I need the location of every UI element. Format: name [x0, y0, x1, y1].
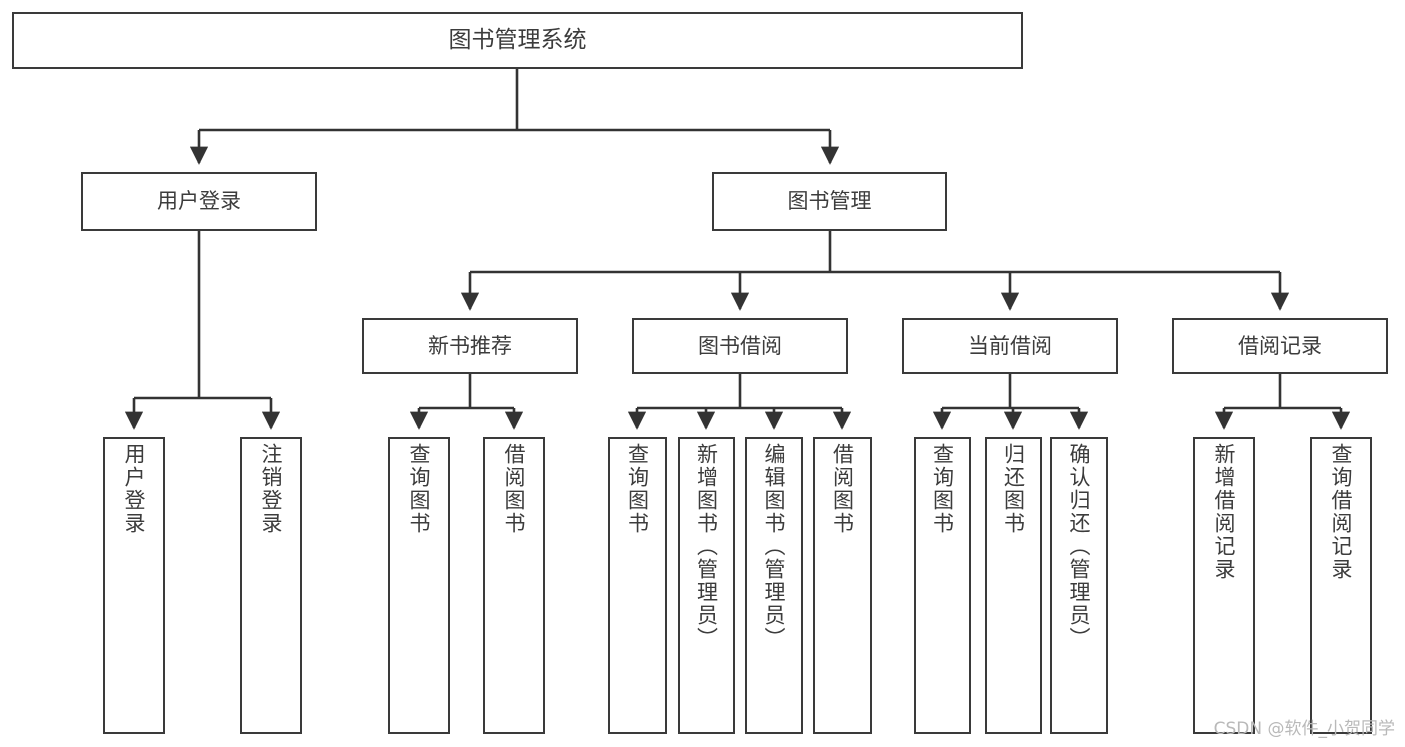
- node-label: 当前借阅: [968, 333, 1052, 358]
- node-label: 查询图书: [625, 443, 650, 535]
- node-label: 图书借阅: [698, 333, 782, 358]
- leaf-user-login[interactable]: 用户登录: [103, 437, 165, 734]
- leaf-borrow-book[interactable]: 借阅图书: [813, 437, 872, 734]
- node-label: 新增图书（管理员）: [694, 443, 719, 650]
- node-label: 借阅图书: [830, 443, 855, 535]
- leaf-return-book[interactable]: 归还图书: [985, 437, 1042, 734]
- node-label: 用户登录: [122, 443, 147, 535]
- leaf-confirm-return-admin[interactable]: 确认归还（管理员）: [1050, 437, 1108, 734]
- leaf-add-borrow-record[interactable]: 新增借阅记录: [1193, 437, 1255, 734]
- leaf-logout-login[interactable]: 注销登录: [240, 437, 302, 734]
- leaf-edit-book-admin[interactable]: 编辑图书（管理员）: [745, 437, 803, 734]
- node-user-login[interactable]: 用户登录: [81, 172, 317, 231]
- node-label: 图书管理: [787, 189, 872, 214]
- node-label: 确认归还（管理员）: [1067, 443, 1092, 650]
- node-new-book-recommend[interactable]: 新书推荐: [362, 318, 578, 374]
- node-borrow-record[interactable]: 借阅记录: [1172, 318, 1388, 374]
- node-root-system[interactable]: 图书管理系统: [12, 12, 1023, 69]
- watermark: CSDN @软件_小贺同学: [1213, 719, 1395, 739]
- node-label: 图书管理系统: [448, 26, 587, 53]
- node-label: 查询借阅记录: [1329, 443, 1354, 581]
- leaf-query-book-borrow[interactable]: 查询图书: [608, 437, 667, 734]
- node-label: 新书推荐: [428, 333, 512, 358]
- leaf-borrow-book-recommend[interactable]: 借阅图书: [483, 437, 545, 734]
- node-label: 注销登录: [259, 443, 284, 535]
- node-book-management[interactable]: 图书管理: [712, 172, 947, 231]
- node-label: 新增借阅记录: [1212, 443, 1237, 581]
- node-label: 用户登录: [157, 189, 241, 214]
- node-current-borrow[interactable]: 当前借阅: [902, 318, 1118, 374]
- node-label: 编辑图书（管理员）: [762, 443, 787, 650]
- node-label: 查询图书: [407, 443, 432, 535]
- node-label: 借阅图书: [502, 443, 527, 535]
- leaf-add-book-admin[interactable]: 新增图书（管理员）: [678, 437, 735, 734]
- node-book-borrow[interactable]: 图书借阅: [632, 318, 848, 374]
- leaf-query-book-recommend[interactable]: 查询图书: [388, 437, 450, 734]
- leaf-query-borrow-record[interactable]: 查询借阅记录: [1310, 437, 1372, 734]
- node-label: 归还图书: [1001, 443, 1026, 535]
- leaf-query-book-current[interactable]: 查询图书: [914, 437, 971, 734]
- node-label: 借阅记录: [1238, 333, 1322, 358]
- node-label: 查询图书: [930, 443, 955, 535]
